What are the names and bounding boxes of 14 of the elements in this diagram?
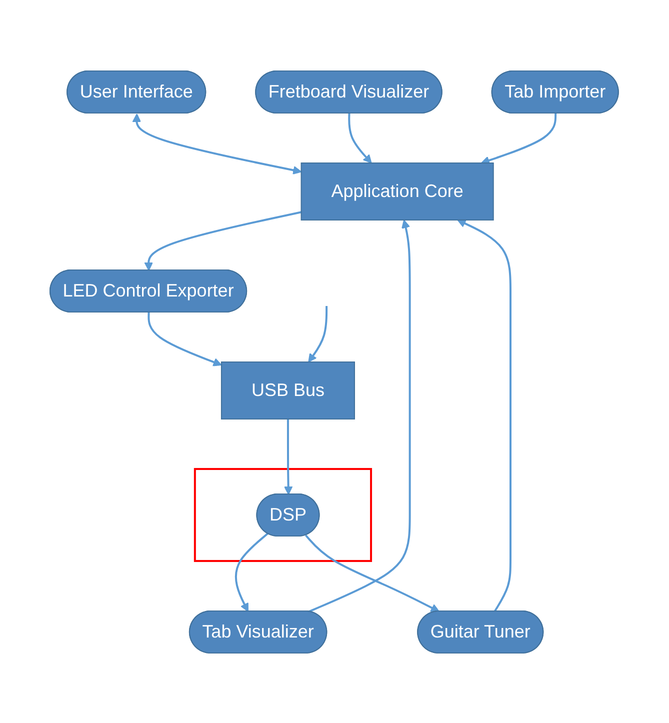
node-box: USB Bus [221,361,356,419]
arrow [284,418,294,494]
arrow [348,112,372,163]
arrow [481,112,557,164]
arrow [148,312,222,366]
cluster [194,468,372,562]
arrow [308,306,328,362]
arrow [132,113,302,174]
arrow [144,210,302,270]
arrow [305,534,440,612]
arrow [458,218,512,612]
arrow [235,532,269,612]
node-box: Application Core [301,162,494,220]
arrow [308,219,412,612]
